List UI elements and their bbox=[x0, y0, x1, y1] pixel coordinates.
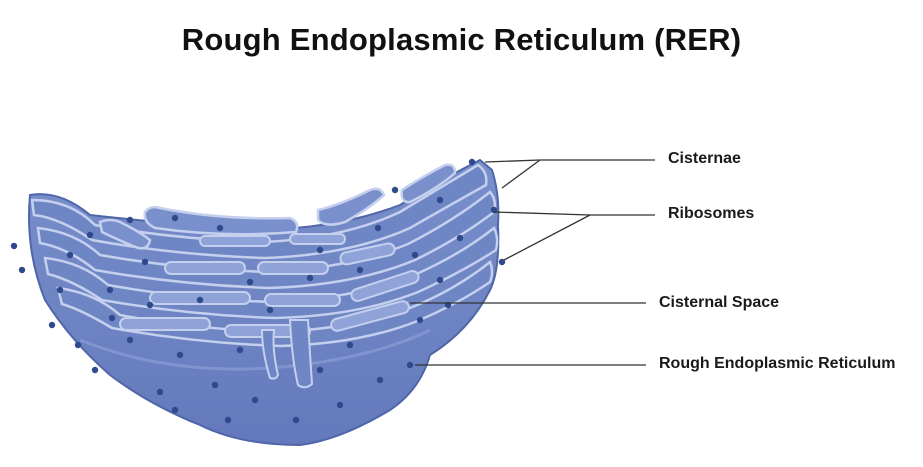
label-cisternae: Cisternae bbox=[668, 150, 741, 167]
label-cisternal-space: Cisternal Space bbox=[659, 294, 780, 311]
lower-highlight bbox=[79, 328, 431, 371]
diagram-title: Rough Endoplasmic Reticulum (RER) bbox=[181, 22, 742, 57]
label-rer: Rough Endoplasmic Reticulum bbox=[659, 355, 896, 372]
upper-ridges bbox=[98, 163, 457, 250]
label-ribosomes: Ribosomes bbox=[668, 205, 755, 222]
cisterna-1 bbox=[30, 163, 488, 260]
leader-lines bbox=[410, 159, 655, 366]
connectors bbox=[260, 319, 314, 389]
ribosomes bbox=[10, 158, 506, 424]
